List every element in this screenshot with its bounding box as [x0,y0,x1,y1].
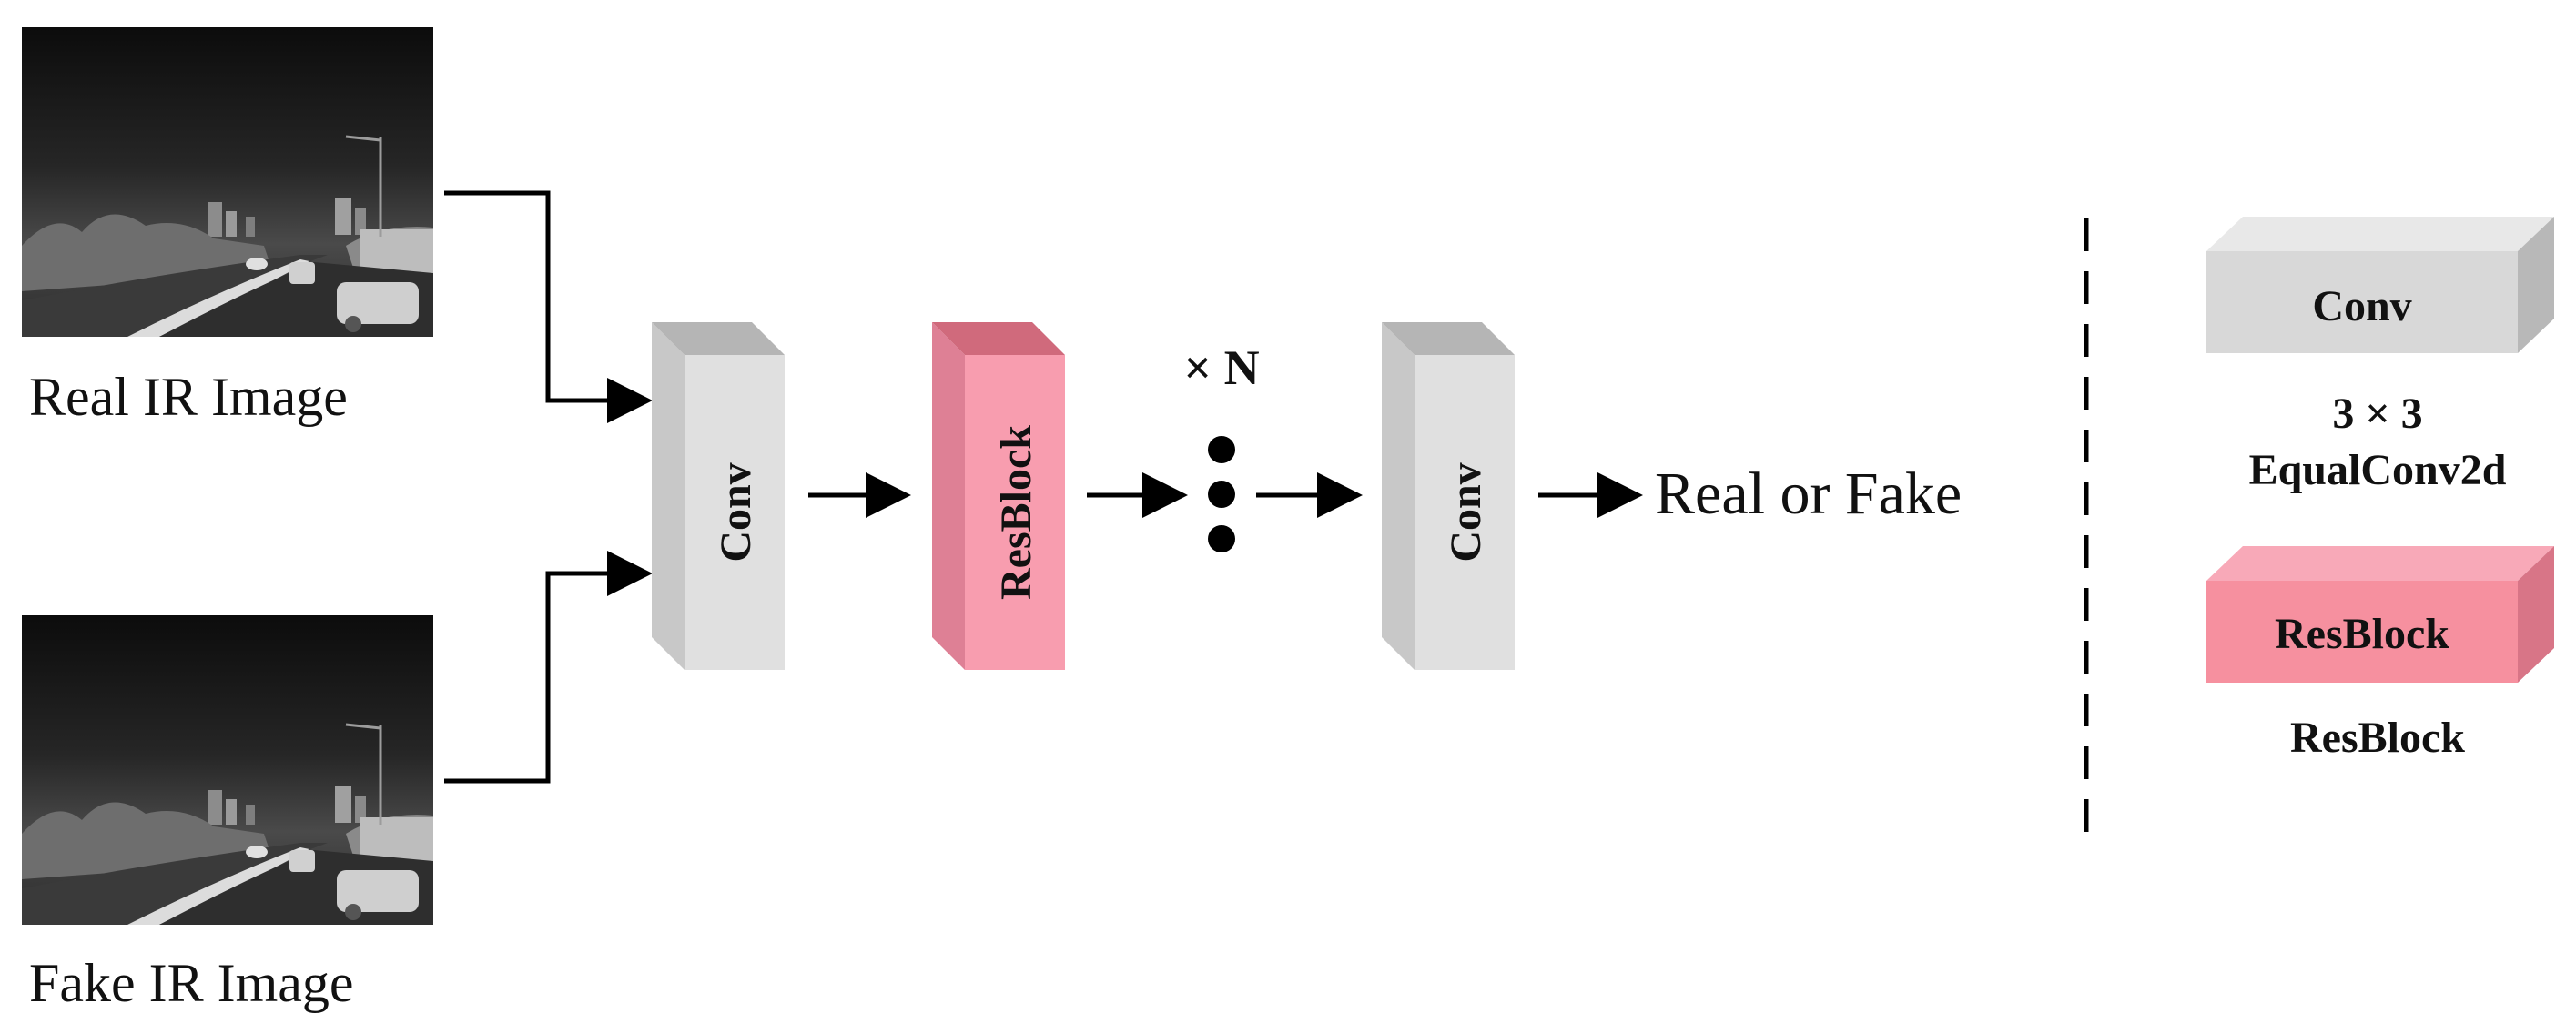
ellipsis-dot-1 [1208,436,1235,463]
fake-input-connector [444,551,653,784]
legend-conv-block-side [2518,217,2554,353]
legend-resblock-block-top [2206,546,2554,581]
legend-conv-caption-line1: 3 × 3 [2332,390,2422,438]
conv-block-2-side [1382,322,1415,670]
real-ir-image-label: Real IR Image [29,367,348,427]
legend-resblock-block-front [2206,581,2518,683]
legend-conv-block-front [2206,251,2518,353]
legend-conv-caption-line2: EqualConv2d [2249,446,2507,494]
ellipsis-dot-3 [1208,525,1235,552]
conv-block-1-top [652,322,785,355]
resblock-block: ResBlock [932,322,1065,670]
fake-ir-image-label: Fake IR Image [29,953,354,1013]
resblock-block-front [965,355,1065,670]
conv-block-2-top [1382,322,1515,355]
legend-resblock-block-side [2518,546,2554,683]
legend-conv-block: Conv [2206,217,2554,353]
real-input-connector [444,190,653,423]
ellipsis-dot-2 [1208,481,1235,508]
conv-block-2: Conv [1382,322,1515,670]
conv-block-2-label: Conv [1442,462,1490,562]
resblock-block-top [932,322,1065,355]
fake-ir-image [22,615,433,925]
resblock-block-side [932,322,965,670]
legend-resblock-block-label: ResBlock [2275,610,2449,658]
resblock-block-label: ResBlock [992,425,1040,600]
conv-block-1-front [685,355,785,670]
conv-block-2-front [1415,355,1515,670]
conv-block-1-label: Conv [712,462,760,562]
legend-conv-block-top [2206,217,2554,251]
real-ir-image [22,27,433,337]
legend-resblock-caption: ResBlock [2290,714,2465,762]
repeat-label: × N [1183,340,1259,395]
legend-conv-block-label: Conv [2312,282,2411,330]
conv-block-1-side [652,322,685,670]
output-label: Real or Fake [1655,461,1962,527]
conv-block-1: Conv [652,322,785,670]
legend-resblock-block: ResBlock [2206,546,2554,683]
